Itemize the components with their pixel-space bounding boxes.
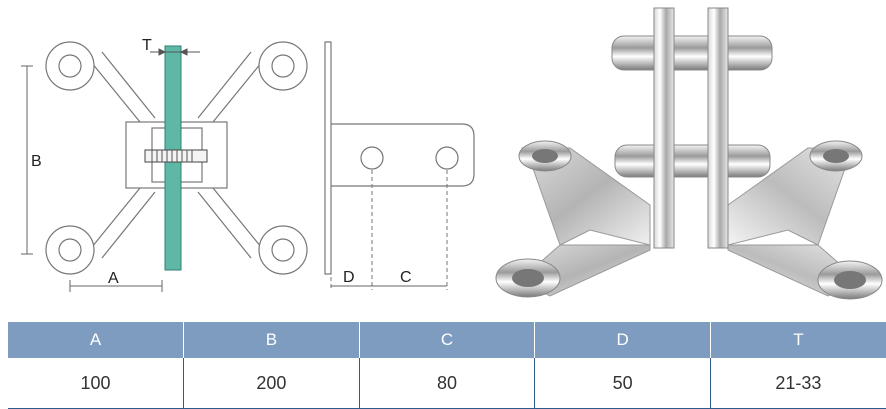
value-d: 50 bbox=[534, 358, 711, 409]
label-a: A bbox=[108, 270, 119, 287]
side-view-dimensions bbox=[330, 170, 448, 290]
value-b: 200 bbox=[183, 358, 360, 409]
label-b: B bbox=[31, 153, 42, 170]
dimension-b bbox=[21, 65, 33, 255]
side-view-drawing bbox=[324, 41, 475, 275]
header-b: B bbox=[183, 322, 360, 358]
label-d: D bbox=[343, 269, 355, 286]
header-c: C bbox=[359, 322, 536, 358]
spec-table: A B C D T 100 200 80 50 21-33 bbox=[8, 322, 886, 409]
header-a: A bbox=[8, 322, 185, 358]
value-t: 21-33 bbox=[710, 358, 886, 409]
table-header-row: A B C D T bbox=[8, 322, 886, 358]
dimension-a bbox=[69, 280, 163, 292]
value-a: 100 bbox=[8, 358, 185, 409]
dimension-t bbox=[150, 48, 200, 56]
bolt-detail bbox=[144, 149, 208, 163]
label-t: T bbox=[142, 37, 152, 54]
product-figure: B A T D C bbox=[21, 7, 883, 300]
value-c: 80 bbox=[359, 358, 536, 409]
header-d: D bbox=[534, 322, 711, 358]
label-c: C bbox=[400, 269, 412, 286]
table-row: 100 200 80 50 21-33 bbox=[8, 358, 886, 409]
header-t: T bbox=[710, 322, 886, 358]
product-photo bbox=[495, 7, 883, 300]
